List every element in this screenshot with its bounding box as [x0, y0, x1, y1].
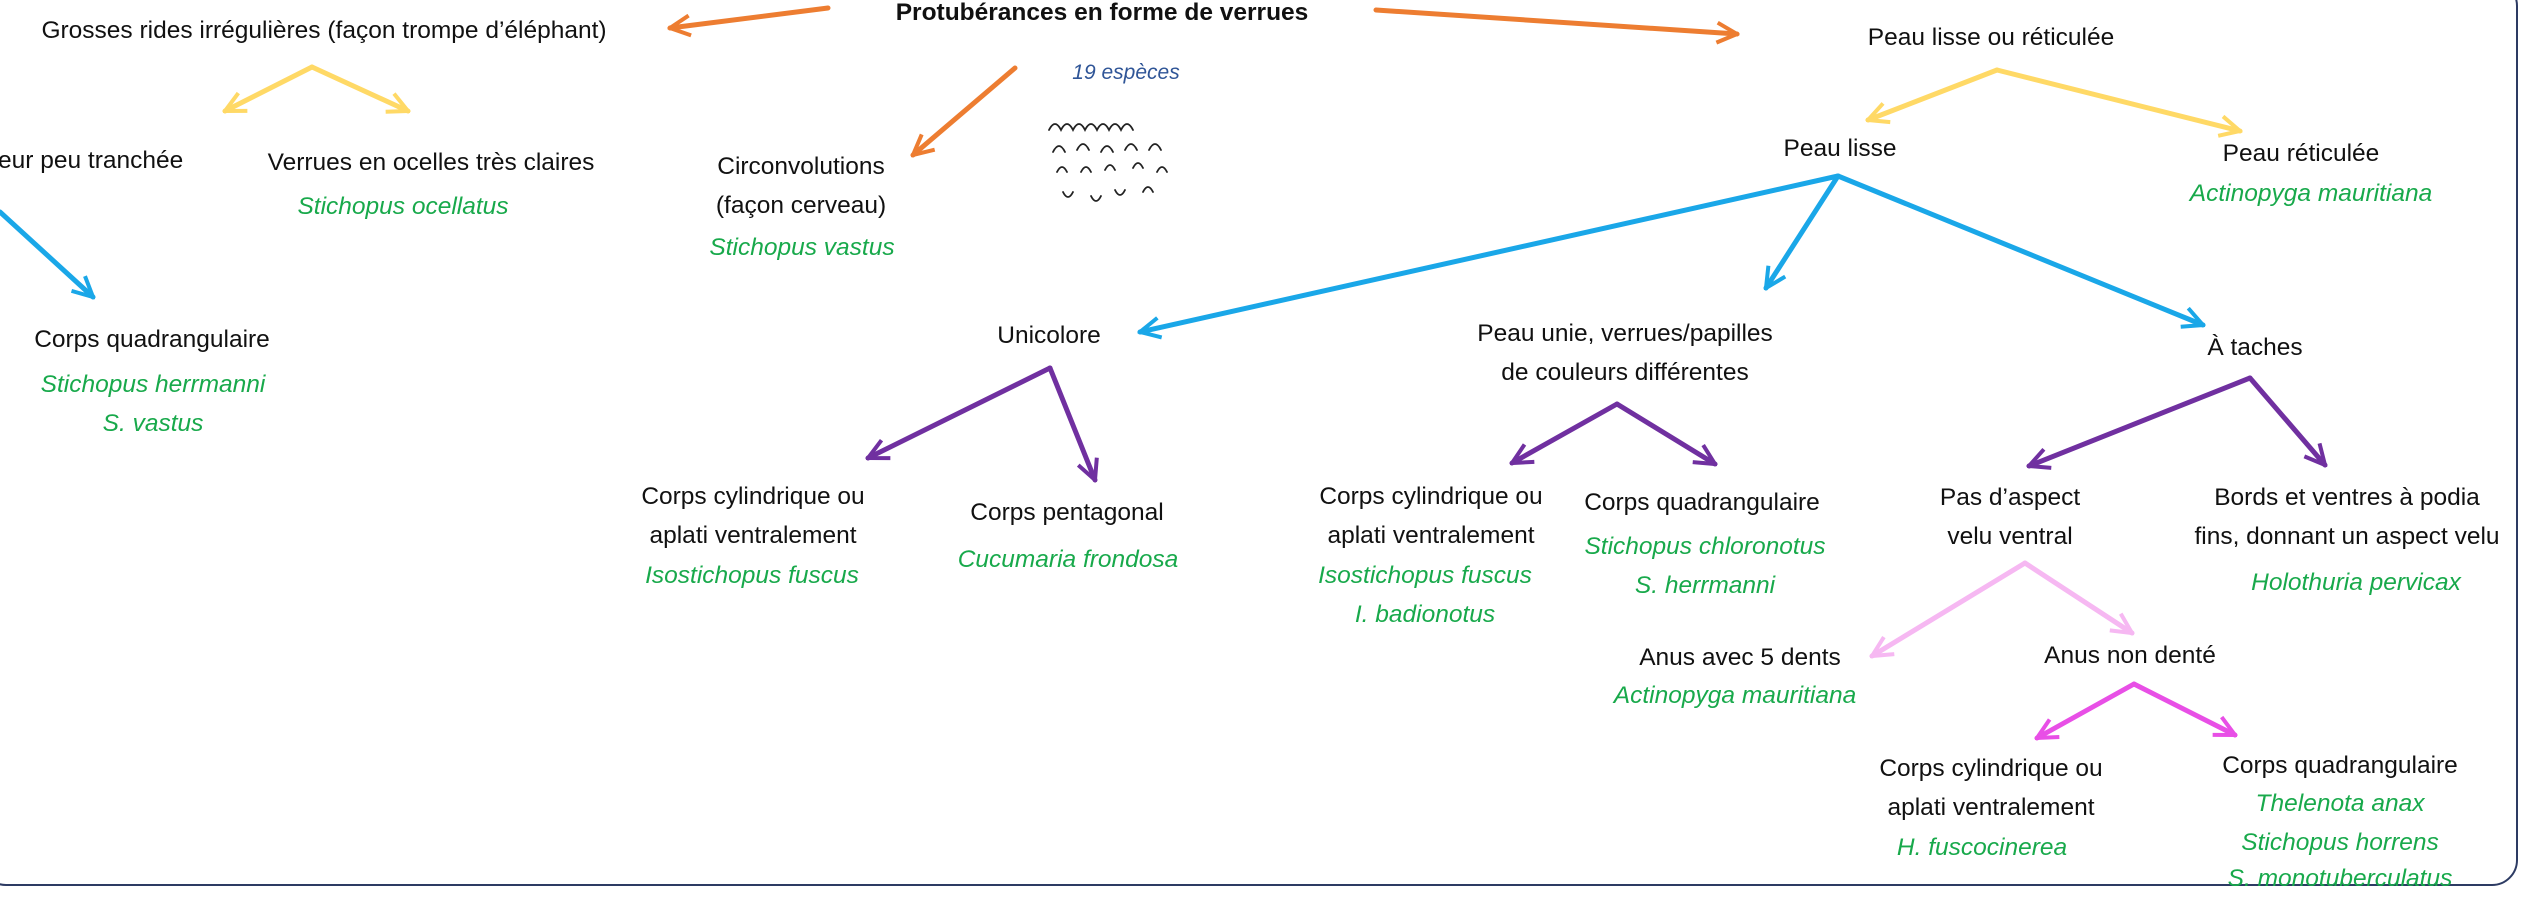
- node-bords-ventres-l1: Bords et ventres à podia: [2214, 484, 2480, 511]
- node-couleur-peu-tranchee: eur peu tranchée: [0, 147, 184, 174]
- arrow-lisse-to-taches: [1835, 173, 2203, 325]
- node-anus-cyl-l2: aplati ventralement: [1887, 794, 2095, 821]
- node-verrues-ocelles: Verrues en ocelles très claires: [267, 149, 595, 176]
- arrow-taches-to-bords: [2247, 375, 2325, 465]
- species-count: 19 espèces: [1072, 61, 1180, 84]
- node-peau-unie-cyl-l2: aplati ventralement: [1327, 522, 1535, 549]
- node-unicolore-cyl-l1: Corps cylindrique ou: [641, 483, 865, 510]
- node-circonvolutions-l2: (façon cerveau): [715, 192, 887, 219]
- root-title: Protubérances en forme de verrues: [895, 0, 1309, 26]
- arrow-left-to-corps-quad: [0, 209, 93, 297]
- arrow-anus-non-to-quad: [2131, 681, 2235, 738]
- node-anus-5-dents: Anus avec 5 dents: [1639, 644, 1841, 671]
- node-peau-unie-quad: Corps quadrangulaire: [1584, 489, 1820, 516]
- species-thelenota-anax: Thelenota anax: [2255, 790, 2425, 817]
- node-a-taches: À taches: [2207, 334, 2303, 361]
- node-peau-unie-cyl-l1: Corps cylindrique ou: [1319, 483, 1543, 510]
- species-stichopus-horrens: Stichopus horrens: [2241, 829, 2439, 856]
- node-circonvolutions-l1: Circonvolutions: [717, 153, 885, 180]
- warts-sketch-icon: [1048, 123, 1168, 202]
- species-s-vastus: S. vastus: [102, 410, 204, 437]
- species-i-badionotus: I. badionotus: [1354, 601, 1496, 628]
- species-isostichopus-fuscus-2: Isostichopus fuscus: [1318, 562, 1532, 589]
- arrow-root-to-peau-lisse-ou-reticulee: [1373, 7, 1737, 34]
- arrow-root-to-grosses-rides: [670, 5, 831, 28]
- arrow-peau-unie-to-quad: [1614, 401, 1715, 467]
- arrow-lisse-reticulee-to-lisse: [1868, 67, 2000, 120]
- node-peau-reticulee: Peau réticulée: [2222, 140, 2380, 167]
- species-s-herrmanni: S. herrmanni: [1634, 572, 1776, 599]
- arrow-rides-to-ocelles: [309, 64, 408, 111]
- species-stichopus-herrmanni: Stichopus herrmanni: [40, 371, 266, 398]
- arrow-peau-unie-to-cyl: [1512, 401, 1620, 466]
- species-cucumaria-frondosa: Cucumaria frondosa: [957, 546, 1179, 573]
- species-stichopus-chloronotus: Stichopus chloronotus: [1584, 533, 1826, 560]
- arrow-root-to-circonvolutions: [913, 65, 1018, 155]
- species-holothuria-pervicax: Holothuria pervicax: [2251, 569, 2461, 596]
- arrow-lisse-to-unicolore: [1140, 173, 1841, 332]
- arrow-lisse-reticulee-to-reticulee: [1994, 67, 2240, 131]
- node-anus-cyl-l1: Corps cylindrique ou: [1879, 755, 2103, 782]
- arrow-pas-velu-to-anus-non: [2022, 560, 2132, 636]
- node-unicolore-cyl-l2: aplati ventralement: [649, 522, 857, 549]
- node-pentagonal: Corps pentagonal: [970, 499, 1164, 526]
- arrow-anus-non-to-cyl: [2037, 681, 2137, 741]
- node-anus-non-dente: Anus non denté: [2044, 642, 2216, 669]
- node-grosses-rides: Grosses rides irrégulières (façon trompe…: [41, 17, 607, 44]
- node-peau-unie-l2: de couleurs différentes: [1501, 359, 1749, 386]
- species-stichopus-ocellatus: Stichopus ocellatus: [297, 193, 509, 220]
- arrow-lisse-to-peau-unie: [1763, 173, 1841, 288]
- node-peau-lisse: Peau lisse: [1783, 135, 1897, 162]
- arrow-unicolore-to-pentagonal: [1047, 365, 1095, 480]
- node-bords-ventres-l2: fins, donnant un aspect velu: [2194, 523, 2500, 550]
- arrow-rides-to-left: [225, 64, 315, 114]
- species-actinopyga-mauritiana-2: Actinopyga mauritiana: [1613, 682, 1857, 709]
- node-peau-unie-l1: Peau unie, verrues/papilles: [1477, 320, 1773, 347]
- species-h-fuscocinerea: H. fuscocinerea: [1896, 834, 2068, 861]
- species-actinopyga-mauritiana-1: Actinopyga mauritiana: [2189, 180, 2433, 207]
- node-corps-quad-left: Corps quadrangulaire: [34, 326, 270, 353]
- node-peau-lisse-ou-reticulee: Peau lisse ou réticulée: [1867, 24, 2115, 51]
- node-unicolore: Unicolore: [997, 322, 1101, 349]
- species-stichopus-vastus: Stichopus vastus: [709, 234, 895, 261]
- arrow-taches-to-pas-velu: [2029, 375, 2253, 466]
- node-pas-velu-l1: Pas d’aspect: [1939, 484, 2081, 511]
- arrow-unicolore-to-cyl: [868, 365, 1053, 461]
- arrow-pas-velu-to-anus-5: [1872, 560, 2028, 659]
- node-pas-velu-l2: velu ventral: [1947, 523, 2073, 550]
- species-s-monotuberculatus: S. monotuberculatus: [2227, 865, 2453, 892]
- species-isostichopus-fuscus-1: Isostichopus fuscus: [645, 562, 859, 589]
- node-anus-quad: Corps quadrangulaire: [2222, 752, 2458, 779]
